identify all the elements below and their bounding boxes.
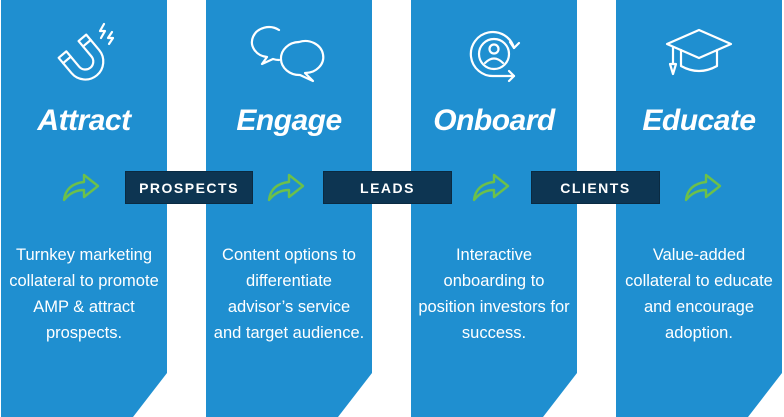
- stage-title: Educate: [642, 104, 756, 137]
- forward-arrow-icon: [472, 173, 510, 202]
- stage-panel-engage: Engage Content options to differentiate …: [206, 0, 372, 417]
- connector-label-prospects: PROSPECTS: [125, 171, 253, 204]
- magnet-icon: [1, 18, 167, 92]
- stage-description: Turnkey marketing collateral to promote …: [9, 246, 159, 342]
- stage-panel-onboard: Onboard Interactive onboarding to positi…: [411, 0, 577, 417]
- stage-panel-educate: Educate Value-added collateral to educat…: [616, 0, 782, 417]
- stage-title: Onboard: [433, 104, 555, 137]
- forward-arrow-icon: [684, 173, 722, 202]
- graduation-cap-icon: [616, 18, 782, 92]
- stage-description: Content options to differentiate advisor…: [213, 246, 365, 342]
- stage-title: Engage: [236, 104, 342, 137]
- stage-panel-attract: Attract Turnkey marketing collateral to …: [1, 0, 167, 417]
- user-cycle-icon: [411, 18, 577, 92]
- stage-description: Value-added collateral to educate and en…: [625, 246, 773, 342]
- connector-label-clients: CLIENTS: [531, 171, 660, 204]
- connector-label-leads: LEADS: [323, 171, 452, 204]
- chat-bubbles-icon: [206, 18, 372, 92]
- stage-title: Attract: [37, 104, 131, 137]
- forward-arrow-icon: [267, 173, 305, 202]
- forward-arrow-icon: [62, 173, 100, 202]
- stage-description: Interactive onboarding to position inves…: [418, 246, 570, 342]
